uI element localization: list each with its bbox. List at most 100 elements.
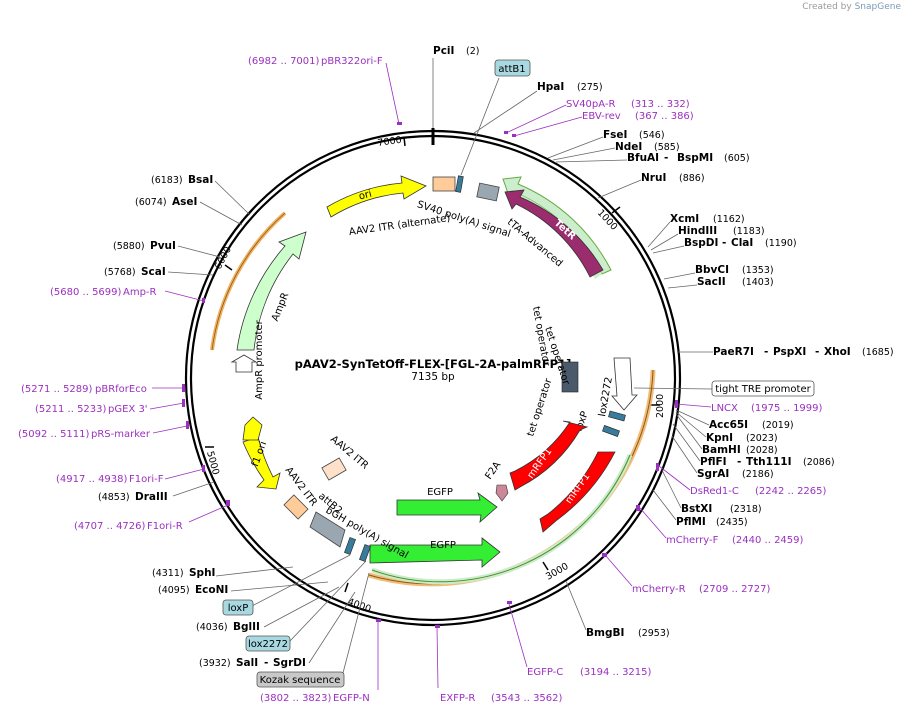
primer-amp-r: (5680 .. 5699) Amp-R <box>50 287 205 303</box>
svg-text:BglII: BglII <box>233 621 260 633</box>
primer-sv40pa-r: SV40pA-R (313 .. 332) <box>504 99 690 134</box>
svg-text:(605): (605) <box>724 153 750 164</box>
svg-text:(2023): (2023) <box>746 433 778 444</box>
svg-text:(4311): (4311) <box>152 568 184 579</box>
svg-text:(886): (886) <box>679 173 705 184</box>
egfp-label-inner: EGFP <box>427 487 453 498</box>
f2a-label: F2A <box>483 460 503 482</box>
amp-span-line <box>211 212 286 351</box>
site-nrui: NruI (886) <box>597 172 705 199</box>
tick-label-2000: 2000 <box>655 394 666 418</box>
f1-ori-arrow <box>242 436 281 490</box>
f1-ori-head <box>242 416 263 441</box>
svg-text:NruI: NruI <box>641 172 666 184</box>
svg-text:(2440 .. 2459): (2440 .. 2459) <box>732 535 804 546</box>
svg-text:HpaI: HpaI <box>537 81 564 93</box>
svg-text:pRS-marker: pRS-marker <box>91 429 151 440</box>
svg-text:-: - <box>264 657 268 669</box>
site-scai: (5768) ScaI <box>104 266 214 278</box>
site-pcii: PciI (2) <box>432 45 479 128</box>
site-sacii: SacII (1403) <box>667 276 774 289</box>
svg-text:SalI: SalI <box>236 657 258 669</box>
svg-text:(3802 .. 3823): (3802 .. 3823) <box>260 693 332 704</box>
site-bfuai-bspmi: BfuAI - BspMI (605) <box>555 152 750 164</box>
svg-text:SgrDI: SgrDI <box>273 657 306 669</box>
svg-text:pGEX 3': pGEX 3' <box>108 404 148 415</box>
tight-tre-promoter-arrow <box>611 357 638 411</box>
svg-text:Amp-R: Amp-R <box>123 287 157 298</box>
ampr-promoter-arrow <box>230 354 258 373</box>
svg-text:(3932): (3932) <box>199 658 231 669</box>
svg-text:(313 .. 332): (313 .. 332) <box>631 99 690 110</box>
svg-text:(4917 .. 4938): (4917 .. 4938) <box>56 474 128 485</box>
svg-text:XhoI: XhoI <box>824 346 851 358</box>
svg-text:PflFI: PflFI <box>700 456 727 468</box>
svg-text:tight TRE promoter: tight TRE promoter <box>715 384 811 395</box>
svg-text:Tth111I: Tth111I <box>746 456 791 468</box>
site-xcmi: XcmI (1162) <box>647 213 745 248</box>
svg-text:(2186): (2186) <box>742 469 774 480</box>
bgh-polya-block <box>309 511 346 548</box>
ampr-label: AmpR <box>270 291 291 323</box>
primer-egfp-n: (3802 .. 3823) EGFP-N <box>260 619 381 704</box>
box-loxp: loxP <box>222 554 351 616</box>
ampr-promoter-label: AmpR promoter <box>254 319 265 399</box>
aav2-itr-block-2 <box>283 494 309 520</box>
svg-text:BsaI: BsaI <box>188 174 213 186</box>
svg-text:Acc65I: Acc65I <box>709 419 748 431</box>
mrfp1-arrow-inner <box>539 451 616 533</box>
credit-prefix: Created by <box>802 2 852 12</box>
svg-text:PciI: PciI <box>433 45 454 57</box>
mrfp1-arrow-outer <box>509 420 589 491</box>
svg-text:EXFP-R: EXFP-R <box>440 693 475 704</box>
svg-text:-: - <box>664 152 668 164</box>
svg-text:PvuI: PvuI <box>150 240 176 252</box>
primer-exfp-r: EXFP-R (3543 .. 3562) <box>435 625 563 704</box>
site-ndei: NdeI (585) <box>552 141 680 161</box>
svg-text:PspXI: PspXI <box>773 346 806 358</box>
site-kpni: KpnI (2023) <box>675 411 778 444</box>
primer-f1ori-f: (4917 .. 4938) F1ori-F <box>56 465 205 485</box>
egfp-arrow-outer <box>369 537 501 568</box>
svg-text:(2): (2) <box>466 46 479 57</box>
svg-text:ScaI: ScaI <box>141 266 166 278</box>
primer-mcherry-r: mCherry-R (2709 .. 2727) <box>602 553 771 595</box>
svg-text:(2318): (2318) <box>730 504 762 515</box>
primer-dsred1-c: DsRed1-C (2242 .. 2265) <box>656 463 827 497</box>
loxp-attb1-marker <box>455 175 464 193</box>
site-bmgbi: BmgBI (2953) <box>565 580 670 639</box>
loxp-inner-marker <box>602 425 620 437</box>
site-pflfi-tth111i: PflFI - Tth111I (2086) <box>672 423 835 468</box>
site-pvui: (5880) PvuI <box>113 240 221 258</box>
plasmid-name: pAAV2-SynTetOff-FLEX-[FGL-2A-palmRFP1] <box>295 357 572 371</box>
svg-text:-: - <box>764 346 768 358</box>
ori-label: ori <box>358 189 373 203</box>
tick-5000: 5000 <box>204 446 221 476</box>
site-bstxi: BstXI (2318) <box>661 469 762 515</box>
svg-text:(2028): (2028) <box>746 445 778 456</box>
svg-text:(2242 .. 2265): (2242 .. 2265) <box>755 486 827 497</box>
svg-text:DsRed1-C: DsRed1-C <box>690 486 739 497</box>
box-kozak-sequence: Kozak sequence <box>256 572 370 688</box>
svg-text:PaeR7I: PaeR7I <box>713 346 754 358</box>
svg-text:BfuAI: BfuAI <box>627 152 659 164</box>
lox2272-lower-marker <box>359 544 371 562</box>
svg-text:(4707 .. 4726): (4707 .. 4726) <box>74 521 146 532</box>
site-bspdi-clai: BspDI - ClaI (1190) <box>652 237 797 254</box>
primer-prs-marker: (5092 .. 5111) pRS-marker <box>18 421 189 440</box>
svg-text:(2953): (2953) <box>638 628 670 639</box>
plasmid-size: 7135 bp <box>411 371 455 383</box>
tick-label-7000: 7000 <box>377 135 402 149</box>
primer-lncx: LNCX (1975 .. 1999) <box>675 400 823 414</box>
primer-pbrforeco: (5271 .. 5289) pBRforEco <box>21 384 185 395</box>
svg-text:XcmI: XcmI <box>670 213 699 225</box>
primer-f1ori-r: (4707 .. 4726) F1ori-R <box>74 500 230 532</box>
svg-text:(4036): (4036) <box>196 622 228 633</box>
site-sgrai: SgrAI (2186) <box>671 435 774 480</box>
site-draiii: (4853) DraIII <box>98 481 215 503</box>
svg-text:(6074): (6074) <box>135 197 167 208</box>
svg-text:SV40pA-R: SV40pA-R <box>566 99 615 110</box>
svg-text:(5768): (5768) <box>104 267 136 278</box>
svg-text:(5271 .. 5289): (5271 .. 5289) <box>21 384 93 395</box>
aav2-itr-alternate-block <box>432 176 456 192</box>
